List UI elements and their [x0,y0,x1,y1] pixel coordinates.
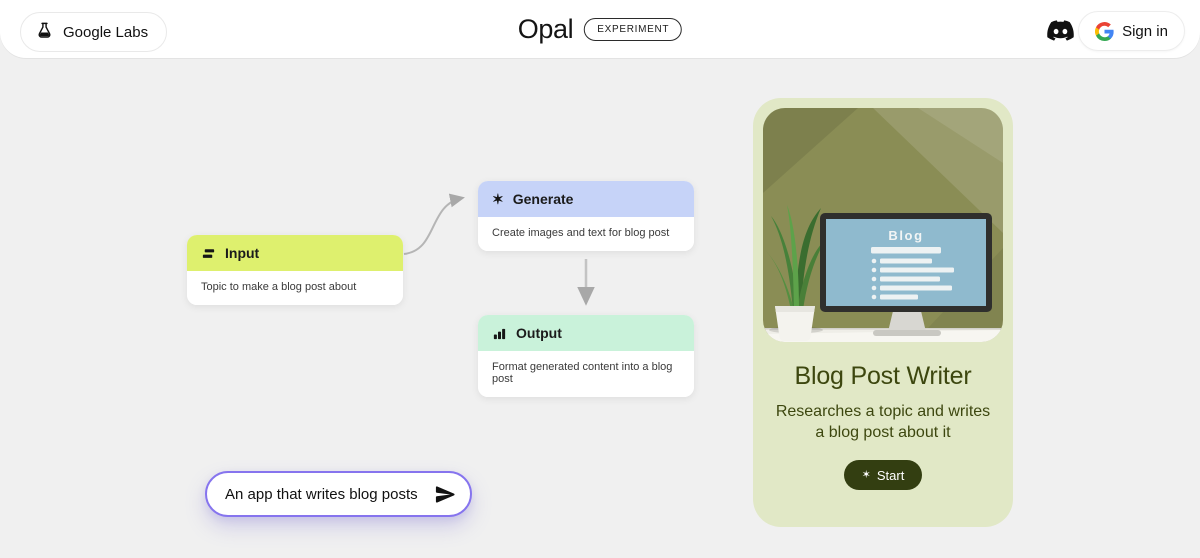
page-title: Opal [517,13,574,44]
workflow-node-input: Input Topic to make a blog post about [187,235,403,305]
app-card-title: Blog Post Writer [794,362,972,390]
sparkle-icon: ✶ [492,191,504,207]
sign-in-label: Sign in [1122,22,1168,40]
app-title-group: Opal EXPERIMENT [517,0,683,58]
send-icon [434,483,457,506]
node-description: Topic to make a blog post about [187,271,403,305]
prompt-pill [205,471,472,517]
prompt-input[interactable] [207,485,434,503]
node-label: Generate [512,191,574,207]
node-description: Format generated content into a blog pos… [478,351,694,397]
app-card-description: Researches a topic and writes a blog pos… [775,403,991,442]
node-description: Create images and text for blog post [478,217,694,251]
flow-arrow-input-generate [403,193,465,255]
output-node-header: Output [478,315,694,351]
sign-in-button[interactable]: Sign in [1078,11,1185,51]
discord-icon [1046,19,1074,41]
brand-label: Google Labs [63,23,149,41]
start-sparkle-icon: ✶ [861,468,871,481]
start-label: Start [876,467,905,483]
flask-icon [35,21,54,44]
start-button[interactable]: ✶ Start [844,460,922,491]
app-card-blog-post-writer: Blog Blog Post Writer Researches a topic… [753,98,1013,527]
generate-node-header: ✶ Generate [478,181,694,217]
bar-chart-icon [492,326,507,341]
input-lines-icon [201,246,216,261]
input-node-header: Input [187,235,403,271]
google-g-icon [1095,21,1114,41]
workflow-node-output: Output Format generated content into a b… [478,315,694,397]
screen-title: Blog [888,228,923,243]
experiment-badge: EXPERIMENT [584,17,683,41]
app-card-image: Blog [763,108,1003,342]
discord-button[interactable] [1046,17,1074,43]
send-button[interactable] [434,473,470,515]
google-labs-button[interactable]: Google Labs [20,12,168,52]
workflow-node-generate: ✶ Generate Create images and text for bl… [478,181,694,251]
node-label: Input [225,245,260,261]
node-label: Output [516,325,562,341]
top-header: Google Labs Opal EXPERIMENT Sign in [0,0,1200,58]
